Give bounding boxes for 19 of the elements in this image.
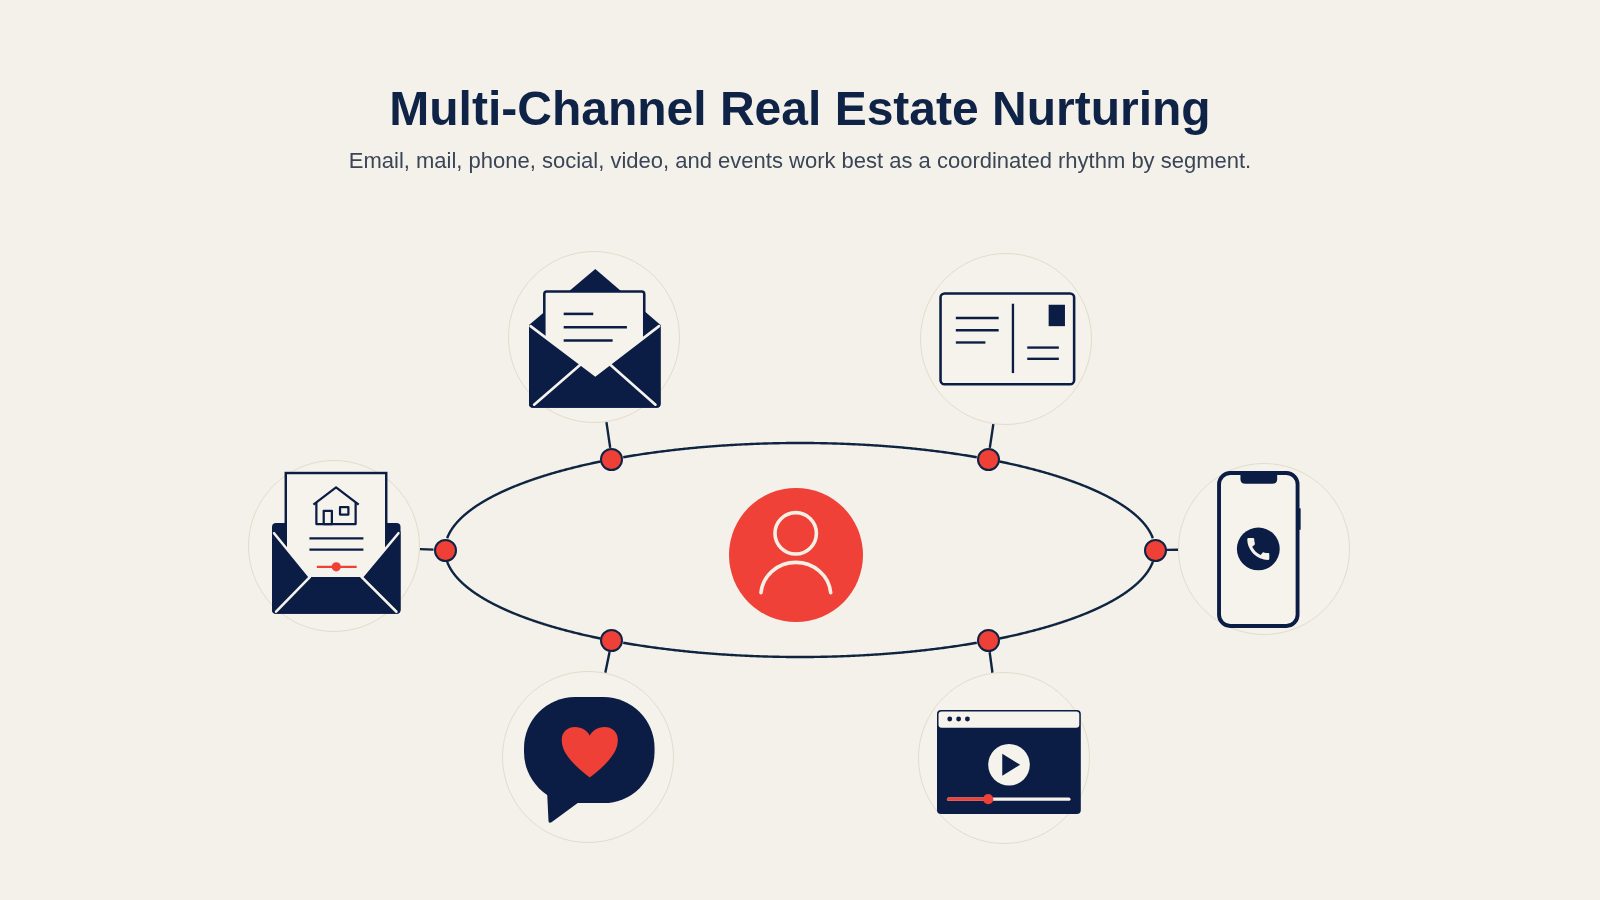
connector-dot	[976, 447, 1000, 471]
ring-line	[446, 460, 601, 540]
ring-line	[446, 560, 601, 640]
connector-line	[604, 651, 611, 673]
connector-dot	[600, 447, 624, 471]
ring-line	[999, 560, 1154, 640]
connector-line	[988, 423, 995, 449]
ring-line	[999, 460, 1154, 540]
subtitle: Email, mail, phone, social, video, and events work best as a coordinated rhythm by segment.	[348, 147, 1252, 174]
connector-dot	[433, 538, 457, 562]
title: Multi-Channel Real Estate Nurturing	[389, 81, 1211, 137]
connector-dot	[1143, 538, 1167, 562]
connector-line	[605, 421, 612, 449]
connector-line	[988, 652, 994, 673]
ring-line	[623, 441, 977, 459]
connector-dot	[976, 629, 1000, 653]
connector-dot	[600, 629, 624, 653]
ring-line	[623, 641, 977, 659]
connector-line	[419, 547, 434, 551]
